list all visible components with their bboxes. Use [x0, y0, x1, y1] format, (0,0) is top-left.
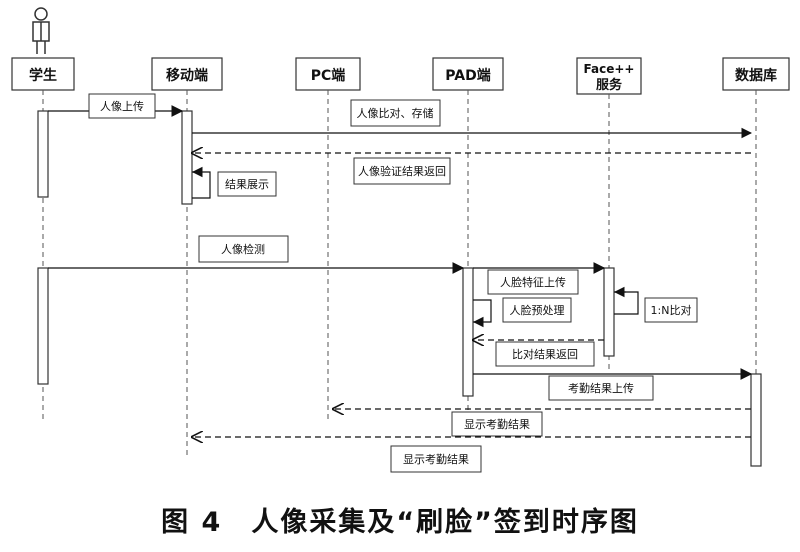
- message-label: 人像比对、存储: [357, 106, 434, 120]
- activation-pad-1: [462, 267, 474, 397]
- participant-label: 数据库: [735, 67, 777, 84]
- message-label-box: [353, 157, 451, 185]
- self-message-arrow: [473, 299, 492, 323]
- message-label-box: [502, 297, 572, 323]
- message-label: 人脸预处理: [510, 303, 565, 317]
- participant-pc: PC端: [295, 57, 361, 91]
- message-label-box: [88, 93, 156, 119]
- message-label: 显示考勤结果: [403, 453, 469, 466]
- message-label-box: [350, 99, 441, 127]
- activation-student-1: [37, 110, 49, 198]
- message-label: 人像验证结果返回: [358, 164, 446, 178]
- message-label: 人像检测: [221, 242, 265, 256]
- activation-student-2: [37, 267, 49, 385]
- message-label-box: [495, 341, 595, 367]
- participant-label: PAD端: [445, 67, 490, 84]
- message-label: 显示考勤结果: [464, 418, 530, 431]
- figure-caption: 图 4 人像采集及“刷脸”签到时序图: [161, 507, 639, 538]
- self-message-arrow: [614, 291, 639, 315]
- message-label: 结果展示: [225, 178, 269, 191]
- self-message-arrow: [192, 171, 211, 199]
- activation-db-1: [750, 373, 762, 467]
- message-label: 考勤结果上传: [568, 382, 634, 395]
- message-label-box: [451, 411, 543, 437]
- message-label-box: [487, 269, 579, 295]
- participant-pad: PAD端: [432, 57, 504, 91]
- participant-label-line2: 服务: [596, 77, 623, 93]
- message-label: 人像上传: [100, 100, 144, 113]
- student-actor-icon: [32, 7, 50, 54]
- participant-label: 移动端: [166, 67, 208, 84]
- participant-label: 学生: [29, 67, 57, 84]
- participant-facepp: Face++ 服务: [576, 57, 642, 95]
- participant-student: 学生: [11, 57, 75, 91]
- message-label: 1:N比对: [651, 303, 692, 317]
- message-label: 人脸特征上传: [500, 275, 566, 289]
- message-label-box: [644, 297, 698, 323]
- message-label-box: [390, 445, 482, 473]
- message-label-box: [198, 235, 289, 263]
- participant-mobile: 移动端: [151, 57, 223, 91]
- activation-facepp-1: [603, 267, 615, 357]
- message-label: 比对结果返回: [512, 347, 578, 361]
- participant-db: 数据库: [722, 57, 790, 91]
- activation-mobile-1: [181, 110, 193, 205]
- participant-label-line1: Face++: [584, 62, 635, 76]
- message-label-box: [217, 171, 277, 197]
- message-label-box: [548, 375, 654, 401]
- participant-label: PC端: [311, 67, 346, 84]
